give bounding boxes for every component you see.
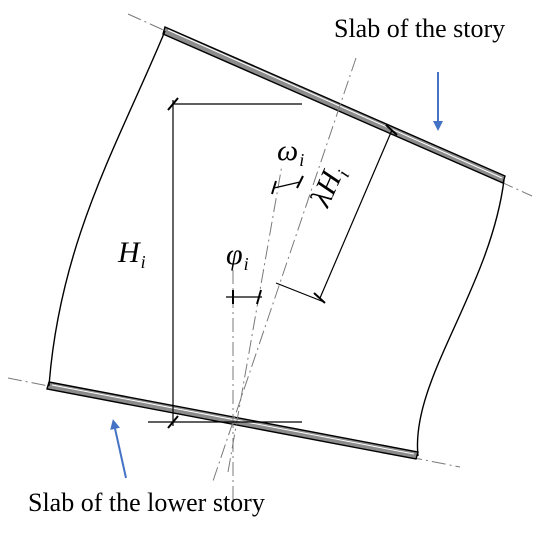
- upper-rotation-tick-right: [296, 175, 304, 189]
- scaled-height-tick-bottom: [313, 292, 326, 304]
- lower-rotated-axis: [227, 164, 283, 473]
- story-height-tick-bottom: [167, 415, 179, 429]
- story-height-tick-top: [167, 97, 179, 111]
- right-column: [416, 179, 505, 457]
- lower-rotation-main: φ: [226, 238, 243, 271]
- scaled-height-dimension-line: [319, 129, 393, 299]
- upper-slab-inner-line: [167, 29, 503, 179]
- upper-rotated-axis: [211, 57, 357, 485]
- lower-slab-arrow: [110, 419, 127, 479]
- scaled-height-tick-top: [385, 124, 398, 136]
- upper-rotation-main: ω: [277, 134, 299, 167]
- upper-rotation-subscript: i: [299, 150, 305, 170]
- story-height-main: H: [118, 236, 140, 269]
- lower-rotation-tick-right: [256, 289, 262, 305]
- left-column: [48, 30, 166, 387]
- lower-rotation-subscript: i: [243, 254, 249, 274]
- lower-slab-label: Slab of the lower story: [28, 488, 265, 517]
- lower-rotation-symbol: φi: [226, 238, 249, 275]
- upper-rotation-symbol: ωi: [277, 134, 304, 171]
- upper-rotation-dimension: [273, 181, 301, 189]
- upper-rotation-tick-left: [271, 180, 277, 195]
- upper-slab-label: Slab of the story: [334, 14, 506, 43]
- story-height-symbol: Hi: [118, 236, 146, 273]
- scaled-height-extension: [275, 282, 325, 303]
- story-height-subscript: i: [140, 252, 146, 272]
